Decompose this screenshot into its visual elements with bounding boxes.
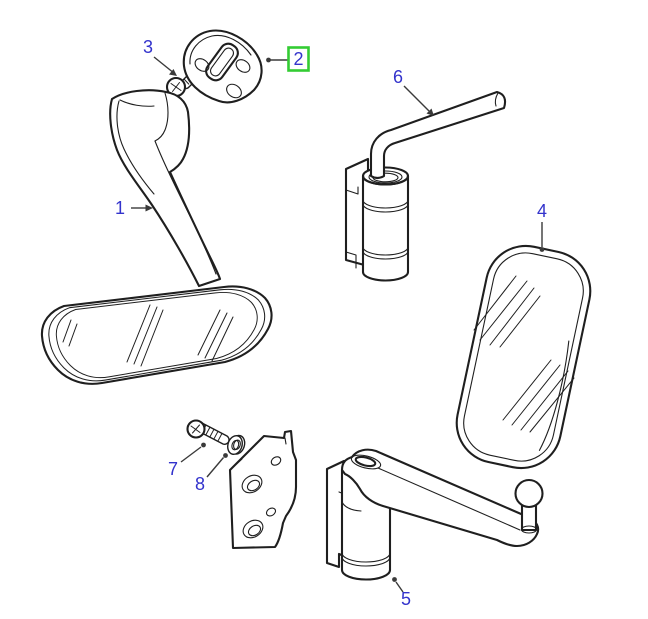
callout-label-3[interactable]: 3 — [143, 37, 153, 57]
part-4-mirror-head — [455, 244, 592, 470]
callout-4: 4 — [537, 201, 547, 252]
part-7-bolt — [186, 419, 230, 445]
callout-3: 3 — [143, 37, 177, 76]
callout-1: 1 — [115, 198, 153, 218]
part-2-mounting-plate — [182, 29, 263, 104]
callout-label-1[interactable]: 1 — [115, 198, 125, 218]
callout-label-7[interactable]: 7 — [168, 459, 178, 479]
part-1-interior-mirror — [40, 89, 273, 385]
callout-label-2[interactable]: 2 — [293, 49, 303, 69]
part-8-washer — [227, 434, 246, 455]
callout-2-highlight-box — [287, 46, 310, 72]
glass-hatching — [62, 304, 234, 367]
mounting-bracket-plate — [228, 429, 298, 550]
callout-6: 6 — [393, 67, 434, 116]
callout-2: 2 — [266, 46, 310, 72]
callout-label-5[interactable]: 5 — [401, 589, 411, 609]
callout-label-4[interactable]: 4 — [537, 201, 547, 221]
part-5-mirror-arm-ball — [325, 448, 544, 581]
callout-label-6[interactable]: 6 — [393, 67, 403, 87]
callout-5: 5 — [392, 577, 411, 609]
callout-label-8[interactable]: 8 — [195, 474, 205, 494]
callout-8: 8 — [195, 453, 228, 494]
glass-hatching — [473, 275, 575, 433]
callout-7: 7 — [168, 442, 206, 479]
part-6-mirror-arm — [344, 90, 507, 282]
